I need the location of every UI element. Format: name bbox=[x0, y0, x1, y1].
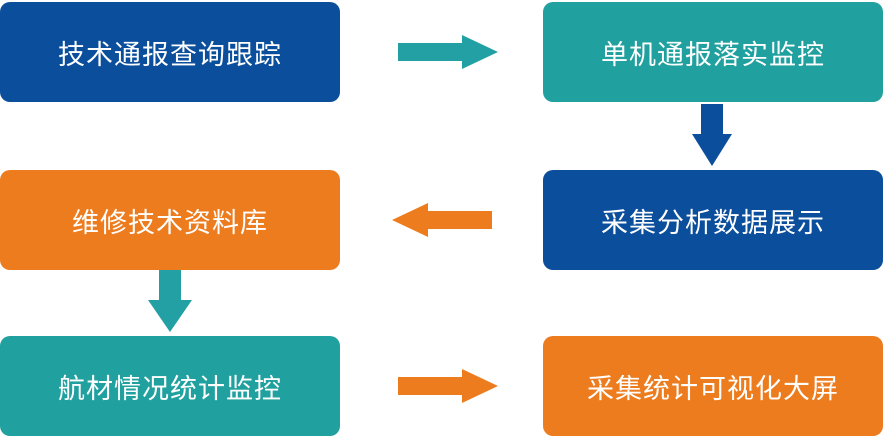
node-label: 技术通报查询跟踪 bbox=[58, 39, 282, 71]
arrow-down-icon bbox=[692, 104, 732, 166]
node-label: 航材情况统计监控 bbox=[58, 373, 282, 405]
arrow-down-icon bbox=[148, 270, 192, 332]
node-aircraft-material-monitoring: 航材情况统计监控 bbox=[0, 336, 340, 436]
node-single-aircraft-report: 单机通报落实监控 bbox=[543, 2, 883, 102]
node-collection-stats-screen: 采集统计可视化大屏 bbox=[543, 336, 883, 436]
node-label: 单机通报落实监控 bbox=[601, 39, 825, 71]
arrow-left-icon bbox=[392, 203, 492, 237]
node-collection-analysis-display: 采集分析数据展示 bbox=[543, 170, 883, 270]
arrow-right-icon bbox=[398, 35, 498, 69]
node-label: 维修技术资料库 bbox=[72, 207, 268, 239]
node-tech-report-tracking: 技术通报查询跟踪 bbox=[0, 2, 340, 102]
node-label: 采集分析数据展示 bbox=[601, 207, 825, 239]
node-label: 采集统计可视化大屏 bbox=[587, 373, 839, 405]
arrow-right-icon bbox=[398, 369, 498, 403]
node-maintenance-tech-library: 维修技术资料库 bbox=[0, 170, 340, 270]
